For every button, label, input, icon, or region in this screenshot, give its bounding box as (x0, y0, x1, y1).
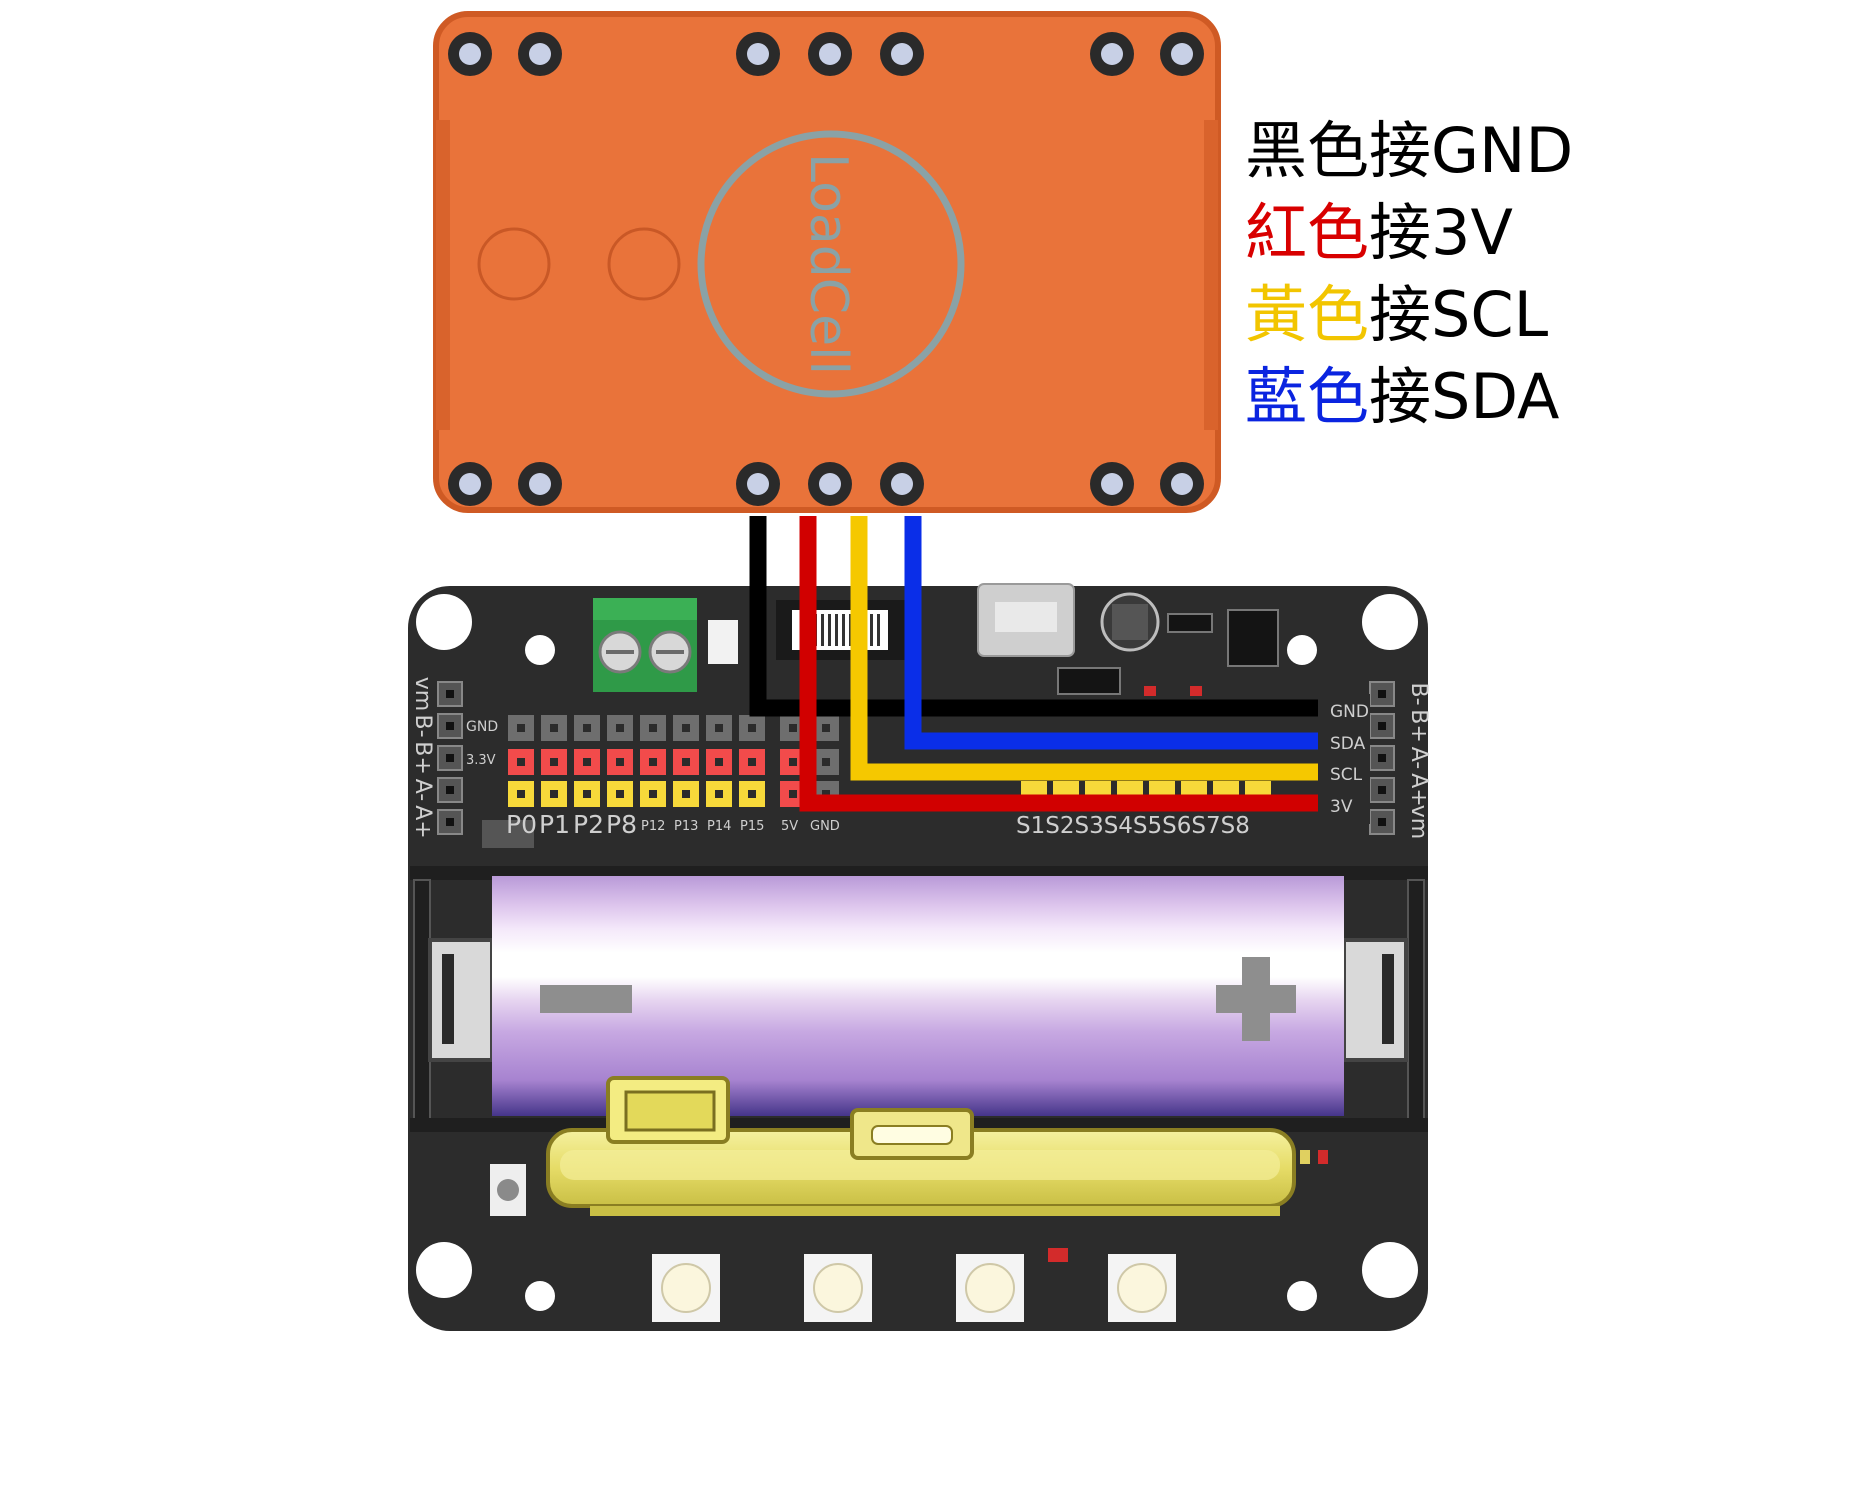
i2c-gnd-label: GND (1330, 702, 1369, 722)
v33-row-label: 3.3V (466, 753, 496, 768)
i2c-3v-label: 3V (1330, 797, 1353, 817)
legend-connection: 接3V (1369, 192, 1513, 274)
p1-label: P1 (539, 810, 570, 839)
gnd-bottom-label: GND (810, 819, 840, 834)
p2-label: P2 (573, 810, 604, 839)
p8-label: P8 (606, 810, 637, 839)
header-label: B+ (410, 741, 435, 775)
battery-minus-sign (540, 985, 632, 1013)
mount-hole-small (525, 635, 555, 665)
legend-connection: 接SDA (1369, 356, 1559, 438)
led (1144, 686, 1156, 696)
header-label: vm (1406, 805, 1431, 839)
legend-connection: 接GND (1369, 110, 1573, 192)
chip (1228, 610, 1278, 666)
header-label: A+ (1406, 773, 1431, 806)
legend-color-word: 黃色 (1245, 274, 1369, 356)
legend-connection: 接SCL (1369, 274, 1548, 356)
header-label: vm (410, 677, 435, 711)
servo-header (1000, 708, 1290, 808)
mount-hole (1362, 1242, 1418, 1298)
p14-label: P14 (707, 819, 731, 834)
header-label: B- (410, 714, 435, 737)
legend-row-red: 紅色接3V (1245, 192, 1573, 274)
i2c-sda-label: SDA (1330, 734, 1366, 754)
mount-hole (1362, 594, 1418, 650)
v5-label: 5V (781, 819, 798, 834)
switch (708, 620, 738, 664)
mount-hole (416, 1242, 472, 1298)
legend-row-blue: 藍色接SDA (1245, 356, 1573, 438)
legend-color-word: 藍色 (1245, 356, 1369, 438)
header-label: B- (1406, 682, 1431, 705)
mount-hole (416, 594, 472, 650)
led (1048, 1248, 1068, 1262)
chip (1168, 614, 1212, 632)
header-label: A- (1406, 747, 1431, 770)
legend-color-word: 紅色 (1245, 192, 1369, 274)
gnd-row-label: GND (466, 719, 498, 735)
header-label: A+ (410, 805, 435, 838)
mount-hole-small (525, 1281, 555, 1311)
p0-label: P0 (506, 810, 537, 839)
chip (1058, 668, 1120, 694)
p12-label: P12 (641, 819, 665, 834)
p13-label: P13 (674, 819, 698, 834)
mount-hole-small (1287, 635, 1317, 665)
legend-row-black: 黑色接GND (1245, 110, 1573, 192)
led (1190, 686, 1202, 696)
mount-hole-small (1287, 1281, 1317, 1311)
i2c-scl-label: SCL (1330, 765, 1363, 785)
loadcell-label: LoadCell (798, 153, 858, 375)
legend-row-yellow: 黃色接SCL (1245, 274, 1573, 356)
legend-color-word: 黑色 (1245, 110, 1369, 192)
wire-color-legend: 黑色接GND 紅色接3V 黃色接SCL 藍色接SDA (1245, 110, 1573, 438)
loadcell-module: LoadCell (436, 14, 1218, 510)
servo-labels: S1S2S3S4S5S6S7S8 (1016, 813, 1250, 839)
p15-label: P15 (740, 819, 764, 834)
header-label: B+ (1406, 709, 1431, 743)
screw-terminal (593, 598, 697, 692)
header-label: A- (410, 779, 435, 802)
